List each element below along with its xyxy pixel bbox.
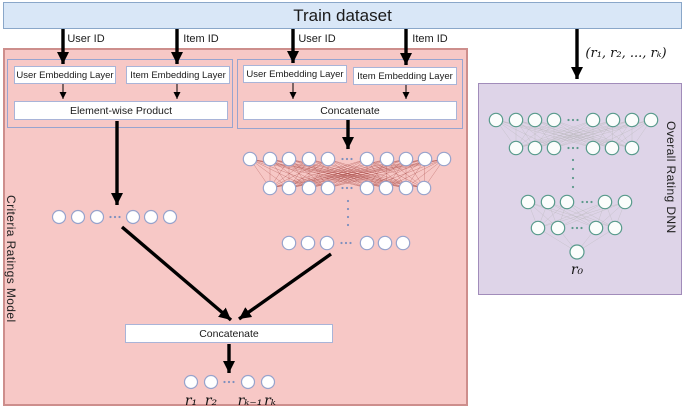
mlp-concatenate-box: Concatenate — [243, 101, 457, 120]
ratings-vector-label: (r₁, r₂, ..., rₖ) — [585, 46, 666, 61]
arrow-layer — [57, 29, 583, 373]
rk-minus-1-label: rₖ₋₁ — [238, 393, 263, 409]
gmf-subbox — [7, 59, 233, 128]
r1-label: r₁ — [185, 393, 197, 409]
node-layer — [51, 112, 659, 390]
element-wise-product-box: Element-wise Product — [14, 101, 228, 120]
overall-rating-dnn-title: Overall Rating DNN — [664, 121, 678, 234]
user-id-label-right: User ID — [298, 33, 335, 45]
gmf-user-embedding-box: User Embedding Layer — [14, 66, 116, 84]
r0-label: r₀ — [571, 262, 584, 278]
train-dataset-banner: Train dataset — [3, 2, 682, 29]
banner-title: Train dataset — [293, 5, 392, 25]
criteria-ratings-model-title: Criteria Ratings Model — [4, 195, 18, 323]
mlp-user-embedding-box: User Embedding Layer — [243, 65, 347, 83]
rk-label: rₖ — [264, 393, 276, 409]
r2-label: r₂ — [205, 393, 218, 409]
mlp-subbox — [237, 59, 463, 129]
mlp-item-embedding-box: Item Embedding Layer — [353, 67, 457, 85]
gmf-item-embedding-box: Item Embedding Layer — [126, 66, 230, 84]
item-id-label-left: Item ID — [183, 33, 219, 45]
item-id-label-right: Item ID — [412, 33, 448, 45]
user-id-label-left: User ID — [67, 33, 104, 45]
final-concatenate-box: Concatenate — [125, 324, 333, 343]
